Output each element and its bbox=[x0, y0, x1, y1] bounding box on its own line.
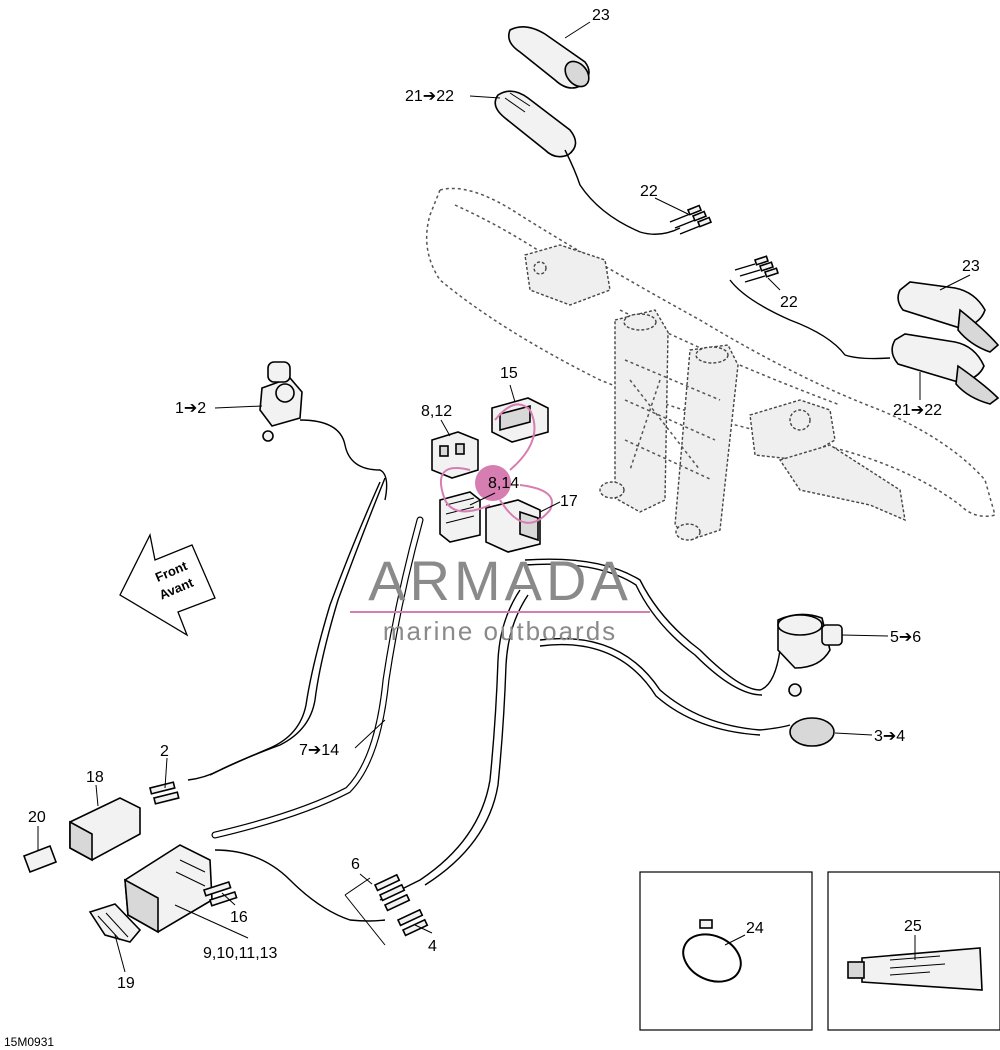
grip-top bbox=[507, 26, 590, 89]
terminals-22-upper-right bbox=[729, 255, 891, 360]
callout-1-2: 1➔2 bbox=[175, 400, 206, 417]
callout-3-4: 3➔4 bbox=[874, 728, 905, 745]
callout-8-14: 8,14 bbox=[488, 475, 519, 492]
connector-18 bbox=[69, 797, 141, 862]
callout-5-6: 5➔6 bbox=[890, 629, 921, 646]
heating-grip-right bbox=[891, 333, 1000, 405]
callout-8-12: 8,12 bbox=[421, 403, 452, 420]
callout-18: 18 bbox=[86, 769, 104, 786]
inset-box-24 bbox=[639, 871, 813, 1031]
callout-7-14: 7➔14 bbox=[299, 742, 339, 759]
front-direction-arrow: Front Avant bbox=[119, 533, 216, 637]
callout-16: 16 bbox=[230, 909, 248, 926]
callout-17: 17 bbox=[560, 493, 578, 510]
callout-19: 19 bbox=[117, 975, 135, 992]
connector-8-12 bbox=[431, 431, 479, 479]
callout-9-10-11-13: 9,10,11,13 bbox=[203, 945, 278, 962]
callout-labels: 23 21➔22 22 22 23 21➔22 15 8,12 8,14 17 … bbox=[28, 7, 980, 992]
lock-19 bbox=[88, 903, 142, 943]
callout-23-right: 23 bbox=[962, 258, 980, 275]
callout-25: 25 bbox=[904, 918, 922, 935]
terminals-6-4 bbox=[344, 873, 429, 946]
callout-21-22-right: 21➔22 bbox=[893, 402, 942, 419]
callout-6: 6 bbox=[351, 856, 360, 873]
watermark-brand: ARMADA bbox=[368, 549, 632, 612]
drawing-id: 15M0931 bbox=[4, 1035, 54, 1049]
watermark-tagline: marine outboards bbox=[383, 616, 617, 646]
terminals-22-upper-left bbox=[669, 204, 713, 235]
leader-lines bbox=[37, 21, 971, 973]
callout-4: 4 bbox=[428, 938, 437, 955]
handlebar-assembly bbox=[425, 187, 996, 541]
callout-24: 24 bbox=[746, 920, 764, 937]
grease-tube-25 bbox=[847, 947, 983, 991]
callout-21-22-top: 21➔22 bbox=[405, 88, 454, 105]
armada-watermark: ARMADA marine outboards bbox=[350, 403, 650, 646]
callout-2: 2 bbox=[160, 743, 169, 760]
heating-grip-top bbox=[494, 90, 681, 235]
callout-23-top: 23 bbox=[592, 7, 610, 24]
switch-5-6 bbox=[777, 613, 843, 697]
armada-logo-mark bbox=[440, 403, 553, 524]
terminals-2 bbox=[149, 781, 180, 805]
cable-tie-24 bbox=[682, 919, 742, 983]
connector-17 bbox=[485, 499, 541, 553]
callout-22-upper-left: 22 bbox=[640, 183, 658, 200]
callout-22-upper-right: 22 bbox=[780, 294, 798, 311]
main-harness bbox=[187, 477, 791, 922]
switch-1-2 bbox=[259, 361, 388, 501]
callout-20: 20 bbox=[28, 809, 46, 826]
seal-20 bbox=[22, 844, 58, 874]
connector-8-14 bbox=[439, 491, 481, 543]
grip-right bbox=[897, 281, 1000, 353]
pins-16 bbox=[202, 880, 238, 907]
callout-15: 15 bbox=[500, 365, 518, 382]
connector-9-10-11-13 bbox=[124, 844, 213, 934]
sensor-3-4 bbox=[789, 717, 835, 747]
